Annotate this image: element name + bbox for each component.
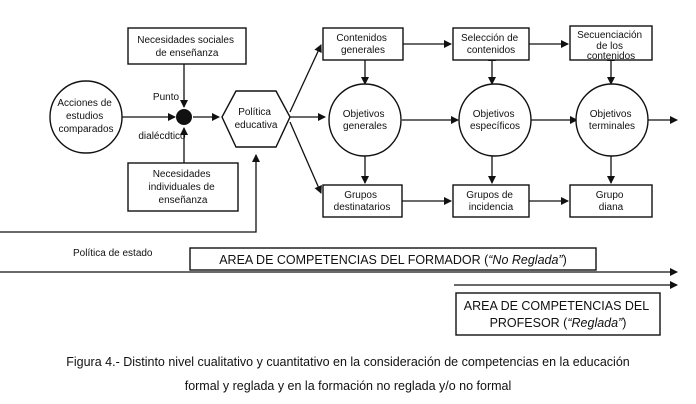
punto-dialectico-dot [176, 109, 192, 125]
node-contenidos-box [322, 27, 404, 61]
node-incidencia-box [452, 184, 530, 218]
label-obj-terminales: Objetivos terminales [589, 109, 635, 132]
node-obj-generales-circle [328, 83, 402, 157]
label-obj-generales: Objetivos generales [343, 109, 387, 132]
label-punto: Punto [153, 92, 180, 103]
label-secuenciacion: Secuenciación de los contenidos [577, 30, 645, 62]
label-acciones: Acciones de estudios comparados [57, 98, 114, 135]
label-grupos-destinatarios: Grupos destinatarios [334, 190, 391, 213]
label-dialectico: dialécdtico [138, 131, 186, 142]
area-formador-box [189, 247, 597, 271]
label-area-formador: AREA DE COMPETENCIAS DEL FORMADOR (“No R… [219, 253, 567, 267]
figure-caption-line-2: formal y reglada y en la formación no re… [184, 379, 512, 393]
area-profesor-box [455, 292, 661, 336]
label-politica-estado: Política de estado [73, 248, 153, 259]
node-destinatarios-box [322, 184, 403, 218]
node-obj-terminales-circle [575, 83, 649, 157]
node-acciones-circle [49, 80, 123, 154]
label-seleccion-contenidos: Selección de contenidos [461, 33, 521, 56]
connectors [0, 40, 678, 289]
arrow-estado-to-politica [0, 154, 260, 233]
label-obj-especificos: Objetivos específicos [470, 109, 520, 132]
node-politica-hexagon [221, 90, 291, 148]
node-seleccion-box [452, 27, 530, 61]
label-nec-individuales: Necesidades individuales de enseñanza [149, 169, 218, 206]
node-diana-box [569, 184, 653, 218]
node-nec-individuales-box [127, 162, 239, 212]
arrow-politica-to-contenidos [289, 44, 322, 113]
node-secuenciacion-box [569, 25, 653, 61]
figure-caption-line-1: Figura 4.- Distinto nivel cualitativo y … [66, 355, 630, 369]
label-area-profesor: AREA DE COMPETENCIAS DEL PROFESOR (“Regl… [464, 299, 652, 330]
label-politica-educativa: Política educativa [235, 107, 278, 131]
label-nec-sociales: Necesidades sociales de enseñanza [137, 35, 237, 59]
label-grupos-incidencia: Grupos de incidencia [466, 190, 515, 213]
label-contenidos-generales: Contenidos generales [336, 33, 389, 56]
arrow-politica-to-grupos [289, 121, 322, 194]
label-grupo-diana: Grupo diana [596, 190, 627, 213]
node-nec-sociales-box [127, 27, 247, 65]
node-obj-especificos-circle [458, 83, 532, 157]
